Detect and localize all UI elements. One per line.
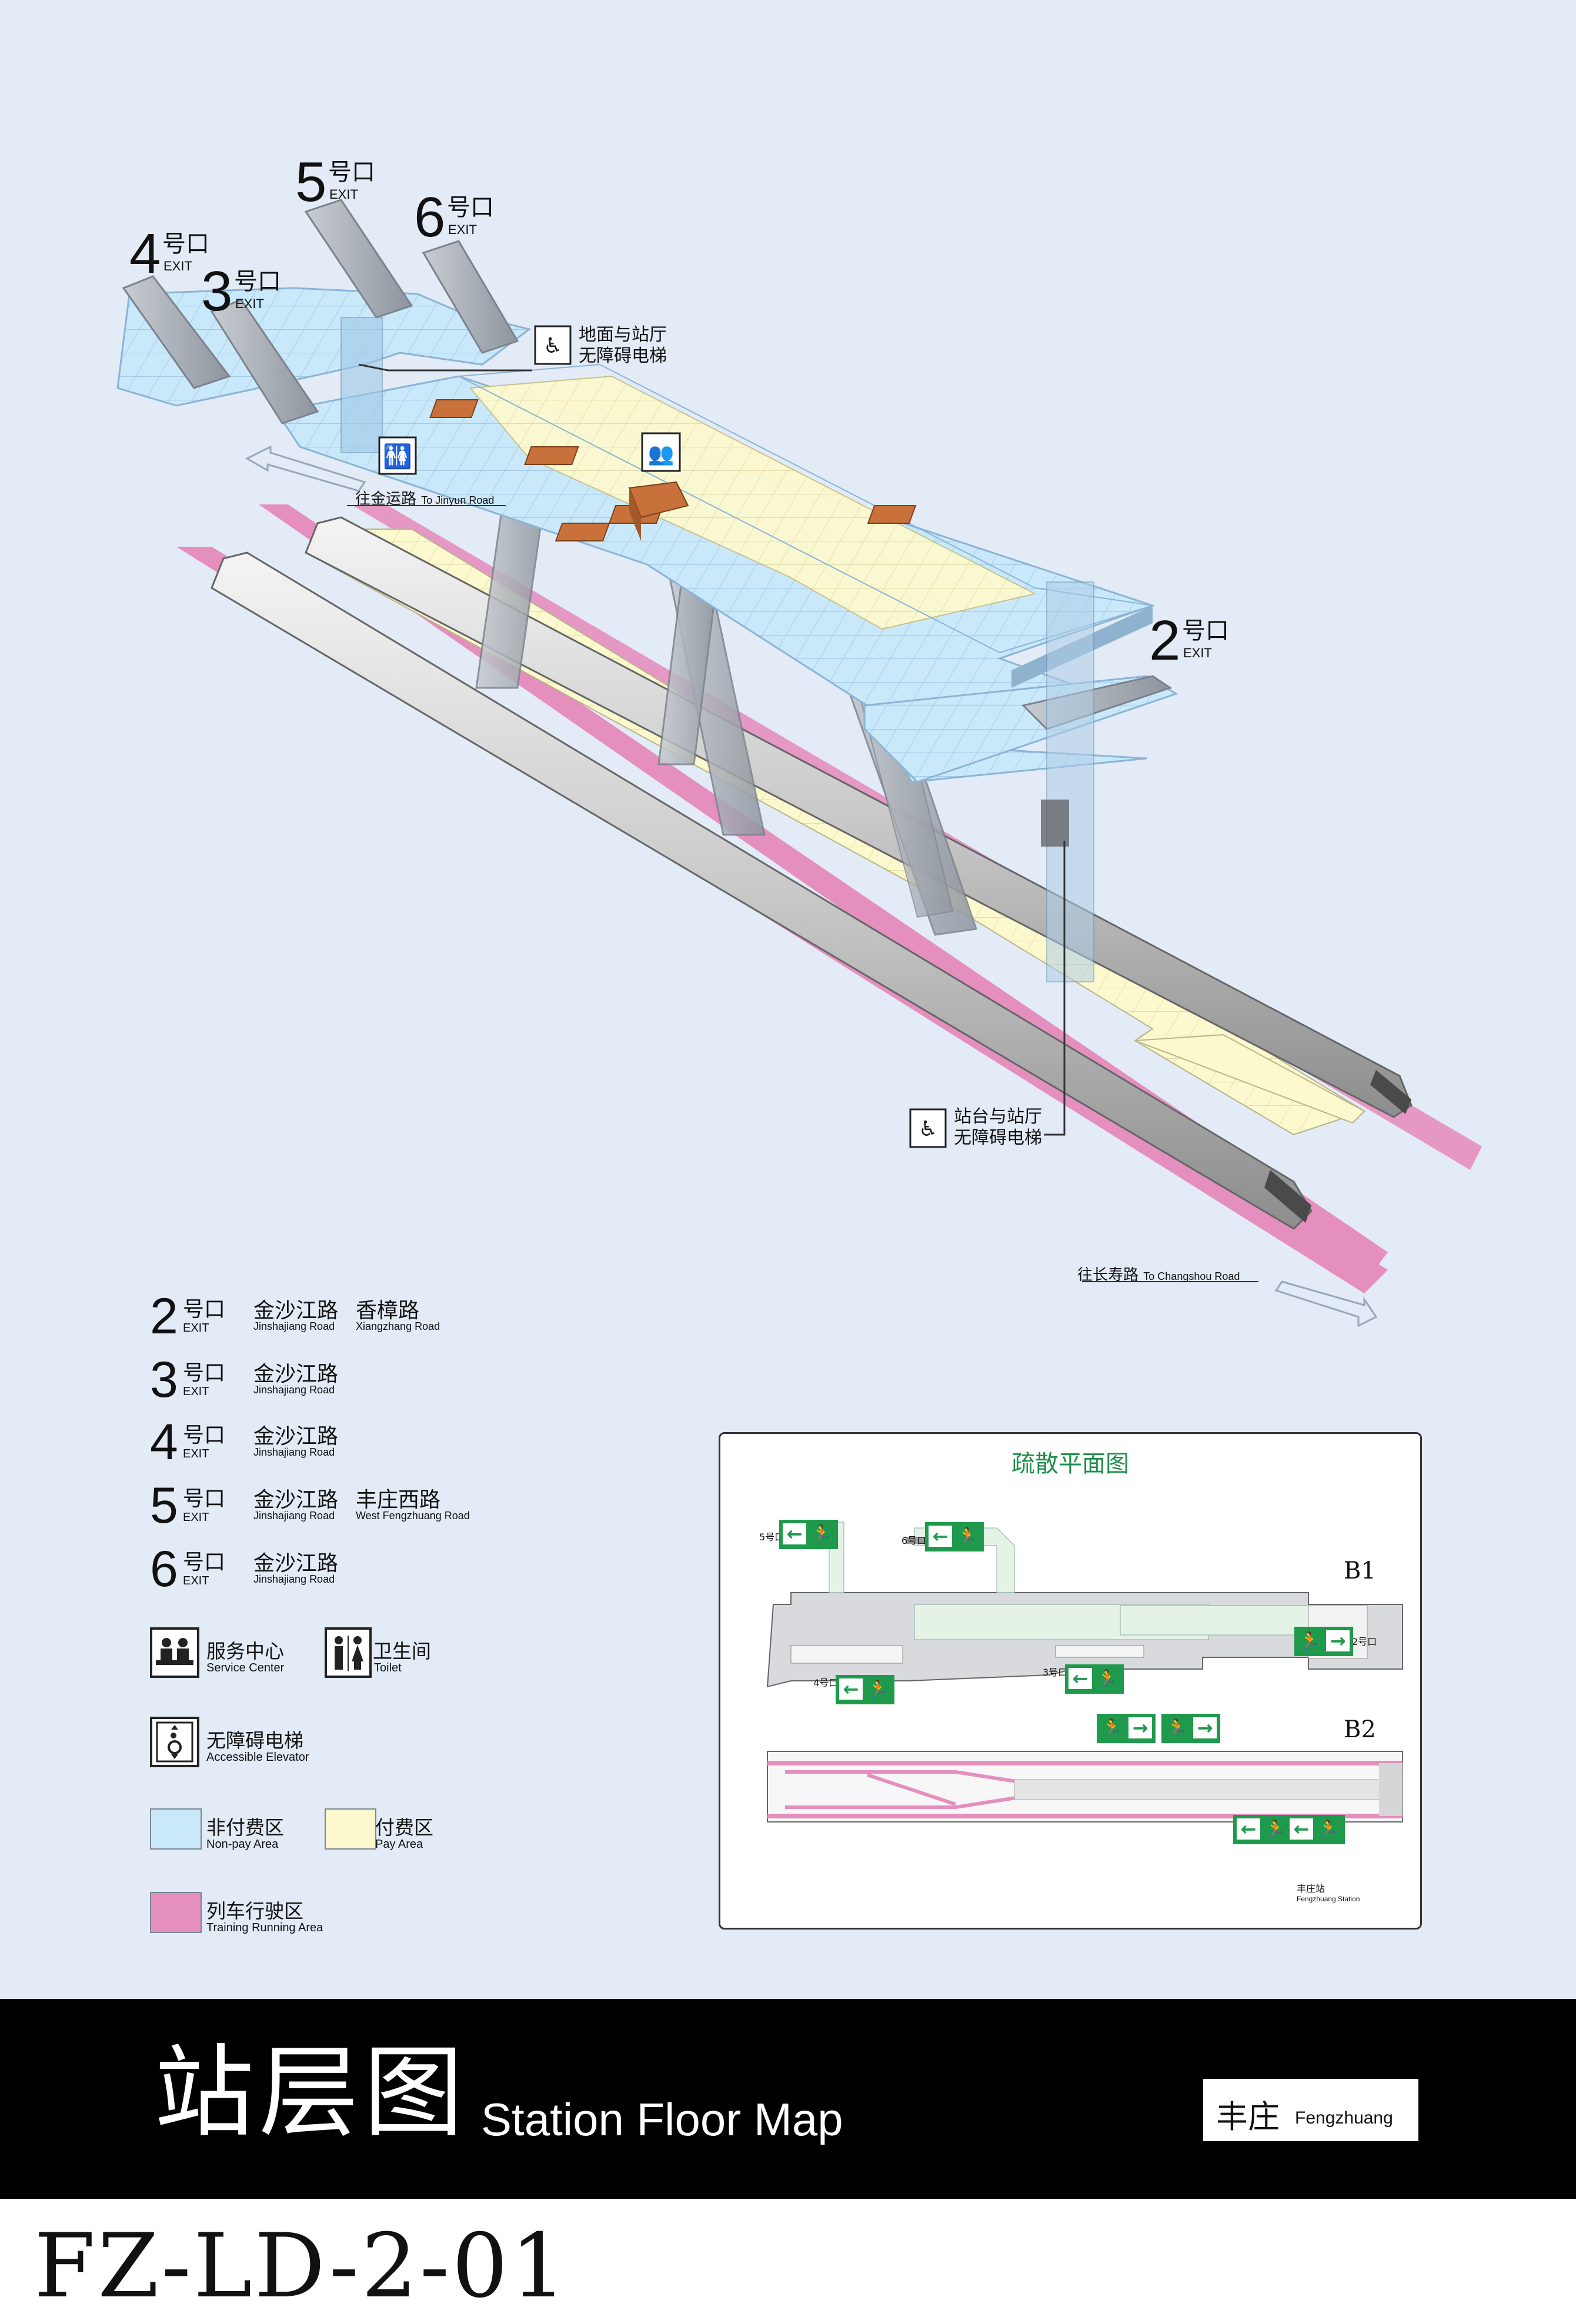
service-center-booth	[628, 481, 689, 519]
evac-exit-2-mark: 2号口	[1352, 1636, 1377, 1647]
legend-service-center: 服务中心 Service Center	[150, 1627, 420, 1680]
svg-text:♿: ♿	[919, 1117, 937, 1141]
elevator-map-icon-platform: ♿	[909, 1108, 947, 1148]
arrow-left-icon: ←	[1290, 1818, 1313, 1840]
train-left	[211, 551, 1313, 1230]
evac-exit-sign: ←🏃	[1286, 1815, 1345, 1844]
page-title-zh: 站层图	[154, 2035, 469, 2151]
station-name-en: Fengzhuang	[1295, 2108, 1393, 2128]
running-man-icon: 🏃	[1101, 1718, 1123, 1737]
ground-elevator-shaft	[340, 317, 383, 453]
arrow-left-icon: ←	[839, 1678, 863, 1700]
evac-exit-4-mark: 4号口	[813, 1677, 839, 1688]
non-pay-swatch	[150, 1808, 202, 1850]
service-center-icon	[150, 1627, 199, 1678]
legend-toilet: 卫生间 Toilet	[325, 1627, 501, 1680]
station-name-box: 丰庄 Fengzhuang	[1203, 2079, 1418, 2141]
service-map-icon: 👥	[641, 432, 681, 472]
legend-pay-area: 付费区 Pay Area	[325, 1808, 501, 1855]
isometric-station-diagram: 🚻 👥 ♿ ♿	[116, 199, 1482, 1327]
evac-exit-5-mark: 5号口	[759, 1532, 784, 1543]
running-man-icon: 🏃	[1265, 1819, 1286, 1838]
arrow-right-icon: →	[1326, 1630, 1350, 1651]
legend-running-area: 列车行驶区 Training Running Area	[150, 1892, 397, 1939]
evac-exit-sign: 🏃→	[1294, 1627, 1353, 1656]
arrow-left-icon: ←	[783, 1523, 806, 1544]
arrow-left-icon: ←	[1069, 1668, 1092, 1689]
evac-exit-sign: ←🏃	[1065, 1664, 1124, 1694]
pay-swatch	[325, 1808, 376, 1850]
accessible-elevator-icon	[150, 1717, 199, 1767]
legend-non-pay-area: 非付费区 Non-pay Area	[150, 1808, 326, 1855]
running-man-icon: 🏃	[1318, 1819, 1339, 1838]
evac-exit-sign: 🏃→	[1097, 1714, 1156, 1743]
evacuation-plan-map	[766, 1522, 1403, 1823]
toilet-map-icon: 🚻	[378, 436, 417, 475]
running-man-icon: 🏃	[867, 1679, 889, 1698]
evac-exit-sign: ←🏃	[836, 1675, 894, 1704]
arrow-to-jinyun	[245, 445, 366, 492]
evac-station-zh: 丰庄站	[1297, 1883, 1325, 1894]
evac-exit-sign: 🏃→	[1161, 1714, 1220, 1743]
evac-station-en: Fengzhuang Station	[1297, 1895, 1360, 1903]
platform-elevator-shaft	[1046, 581, 1094, 982]
legend-accessible-elevator: 无障碍电梯 Accessible Elevator	[150, 1717, 456, 1770]
running-man-icon: 🏃	[1299, 1631, 1320, 1650]
evac-exit-sign: ←🏃	[1233, 1815, 1292, 1844]
evac-b1-label: B1	[1344, 1557, 1376, 1584]
arrow-right-icon: →	[1193, 1717, 1217, 1738]
running-man-icon: 🏃	[957, 1526, 978, 1546]
exit-escalators	[122, 199, 1173, 730]
arrow-left-icon: ←	[1237, 1818, 1260, 1840]
running-man-icon: 🏃	[811, 1524, 832, 1543]
svg-text:🚻: 🚻	[383, 443, 412, 470]
ground-elevator-callout: 地面与站厅无障碍电梯	[579, 325, 667, 366]
ticket-gates	[429, 399, 917, 541]
platform-elevator-callout: 站台与站厅无障碍电梯	[954, 1106, 1042, 1148]
evac-exit-sign: ←🏃	[925, 1522, 984, 1551]
station-name-zh: 丰庄	[1216, 2098, 1280, 2135]
elevator-map-icon-ground: ♿	[534, 325, 572, 365]
train-right	[305, 516, 1413, 1118]
toilet-icon	[325, 1627, 372, 1678]
running-man-icon: 🏃	[1097, 1668, 1118, 1688]
arrow-to-changshou	[1274, 1280, 1378, 1327]
evac-exit-3-mark: 3号口	[1043, 1667, 1068, 1678]
arrow-left-icon: ←	[929, 1526, 952, 1547]
svg-text:👥: 👥	[648, 442, 675, 466]
direction-changshou: 往长寿路 To Changshou Road	[1077, 1266, 1240, 1284]
document-code: FZ-LD-2-01	[34, 2215, 569, 2318]
running-swatch	[150, 1892, 202, 1933]
evac-b2-label: B2	[1344, 1716, 1376, 1743]
evacuation-plan-title: 疏散平面图	[1011, 1450, 1129, 1477]
running-man-icon: 🏃	[1166, 1718, 1187, 1737]
evac-exit-6-mark: 6号口	[901, 1535, 927, 1546]
page-title-en: Station Floor Map	[481, 2094, 843, 2145]
evac-exit-sign: ←🏃	[779, 1520, 838, 1549]
evacuation-plan-panel: 疏散平面图 B1 B2	[719, 1432, 1422, 1930]
arrow-right-icon: →	[1128, 1717, 1152, 1738]
direction-jinyun: 往金运路 To Jinyun Road	[355, 490, 495, 508]
svg-text:♿: ♿	[543, 334, 562, 358]
